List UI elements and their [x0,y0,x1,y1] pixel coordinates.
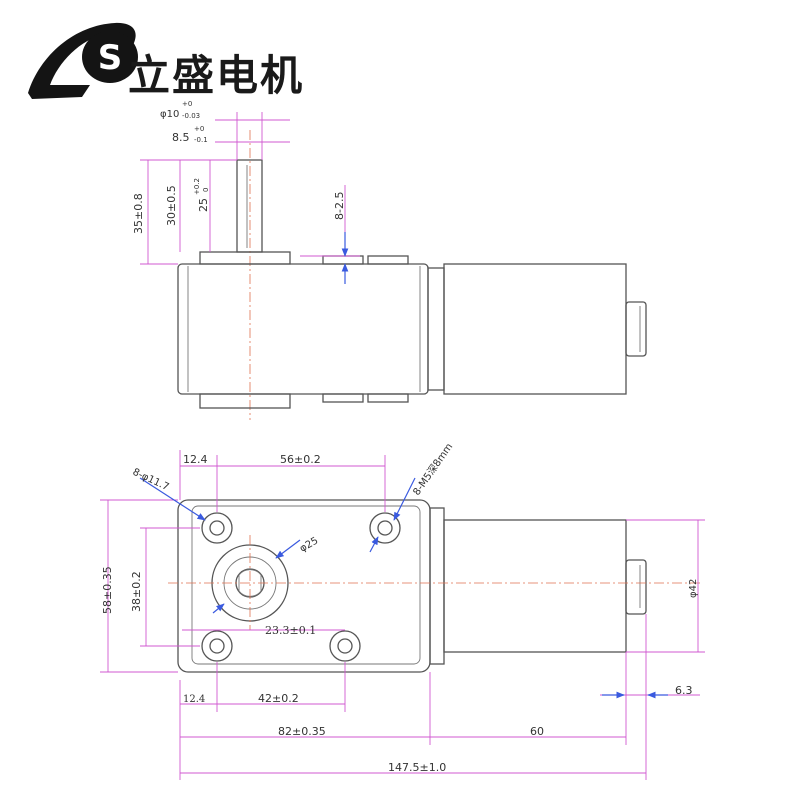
dim-shaft-diameter-upper: +0 [182,100,192,108]
dim-edge-offset-top: 12.4 [183,453,208,466]
brand-logo: S [28,22,138,100]
logo-oval-icon [82,31,138,83]
motor-endcap-front [625,559,647,615]
motor-can-front [443,519,627,653]
top-boss-right [367,255,409,265]
dim-motor-length: 60 [530,725,544,738]
dim-length-30: 30±0.5 [165,185,178,226]
side-view: φ10 +0 -0.03 8.5 +0 -0.1 35±0.8 30±0.5 2… [132,100,647,420]
dim-length-25-upper: +0.2 [193,178,201,195]
dim-edge-offset-bottom: 12.4 [183,694,205,705]
dim-shaft-diameter: φ10 [160,109,179,120]
logo-swoosh-icon [28,22,136,100]
dim-length-25-lower: 0 [202,188,210,192]
motor-can-side [443,263,627,395]
top-boss-left [199,251,291,265]
dim-height-outer: 58±0.35 [101,566,114,614]
mount-hole-bottom-right [329,630,361,662]
mount-hole-top-right [369,512,401,544]
dim-boss-height: 8-2.5 [333,192,346,220]
bottom-boss-right [367,393,409,403]
dim-mount-holes: 8-φ11.7 [131,467,171,493]
logo-letter: S [98,38,123,78]
front-view: 12.4 56±0.2 8-φ11.7 8-M5深8mm φ25 23.3±0.… [100,441,705,780]
dim-motor-diameter: φ42 [688,579,699,598]
motor-flange-side [427,267,445,391]
motor-endcap-side [625,301,647,357]
gearbox-body-side [177,263,429,395]
dim-flat-width-lower: -0.1 [194,136,208,144]
dim-shaft-offset: 23.3±0.1 [265,624,316,637]
motor-flange-front [429,507,445,665]
dim-flat-width-upper: +0 [194,125,204,133]
gearbox-face-inner [191,505,421,665]
dim-endcap-protrusion: 6.3 [675,684,693,697]
brand-name: 立盛电机 [128,51,305,100]
dim-thread-holes: 8-M5深8mm [411,441,456,498]
dim-flat-width: 8.5 [172,131,190,144]
bottom-boss-mid [322,393,364,403]
top-boss-mid [322,255,364,265]
dim-hole-pitch-top: 56±0.2 [280,453,321,466]
dim-shaft-diameter-lower: -0.03 [182,112,200,120]
dim-length-35: 35±0.8 [132,193,145,234]
mount-hole-top-left [201,512,233,544]
mount-hole-bottom-left [201,630,233,662]
output-shaft [236,159,263,253]
bottom-boss-left [199,393,291,409]
dim-gearbox-length: 82±0.35 [278,725,326,738]
dim-height-inner: 38±0.2 [130,571,143,612]
dim-length-25: 25 [197,198,210,212]
dim-total-length: 147.5±1.0 [388,761,446,774]
dim-hole-pitch-bottom: 42±0.2 [258,692,299,705]
dim-boss-diameter: φ25 [298,535,320,554]
